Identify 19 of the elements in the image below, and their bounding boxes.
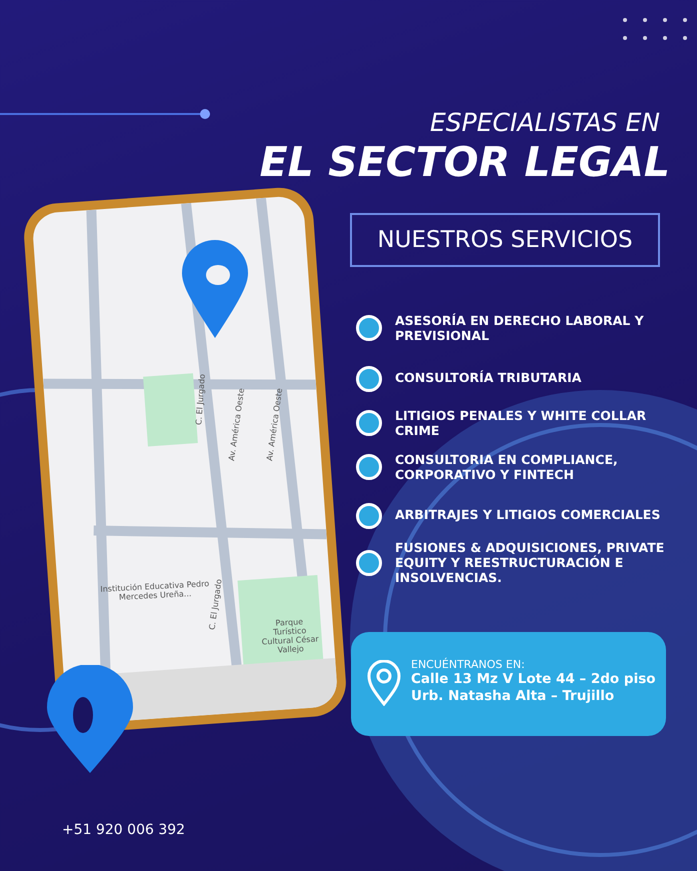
place-label: Parque Turístico Cultural César Vallejo (260, 616, 320, 656)
street-label: Av. América Oeste (265, 388, 284, 462)
service-item: ASESORÍA EN DERECHO LABORAL Y PREVISIONAL (395, 313, 645, 343)
service-item: ARBITRAJES Y LITIGIOS COMERCIALES (395, 507, 662, 522)
heading: EL SECTOR LEGAL (258, 138, 670, 186)
street-label: C. El Jurgado (194, 374, 207, 426)
phone-number: +51 920 006 392 (62, 822, 186, 838)
place-label: Institución Educativa Pedro Mercedes Ureña... (100, 579, 210, 603)
street-label: Av. América Oeste (227, 388, 246, 462)
service-item: FUSIONES & ADQUISICIONES, PRIVATE EQUITY Y REESTRUCTURACIÓN E INSOLVENCIAS. (395, 540, 666, 585)
heading: ESPECIALISTAS EN (428, 108, 660, 137)
address-text: Calle 13 Mz V Lote 44 – 2do piso Urb. Natasha Alta – Trujillo (411, 671, 656, 705)
section-title-box: NUESTROS SERVICIOS (350, 213, 660, 267)
service-item: CONSULTORÍA TRIBUTARIA (395, 370, 582, 385)
service-item: CONSULTORIA EN COMPLIANCE, CORPORATIVO Y FINTECH (395, 452, 619, 482)
service-item: LITIGIOS PENALES Y WHITE COLLAR CRIME (395, 408, 648, 438)
street-label: C. El Jurgado (208, 578, 224, 630)
address-heading: ENCUÉNTRANOS EN: (411, 658, 526, 671)
address-card (351, 632, 666, 736)
